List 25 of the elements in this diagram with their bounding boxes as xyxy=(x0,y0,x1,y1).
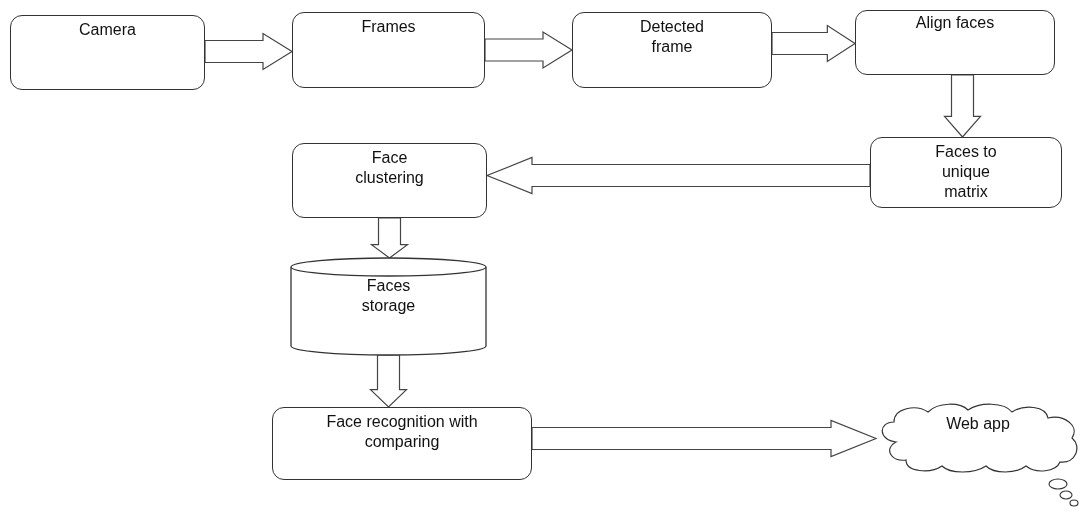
node-label: Web app xyxy=(945,414,1011,434)
process-box xyxy=(272,407,532,480)
process-box xyxy=(572,12,772,88)
process-box xyxy=(870,137,1062,208)
block-arrow xyxy=(204,32,294,71)
block-arrow xyxy=(531,419,878,458)
node-label: Frames xyxy=(360,17,417,37)
node-label: Camera xyxy=(78,20,137,40)
block-arrow xyxy=(369,217,410,259)
node-label: Faces to unique matrix xyxy=(934,142,998,202)
block-arrow xyxy=(369,354,408,408)
process-box xyxy=(292,143,487,218)
node-label: Align faces xyxy=(914,13,996,33)
process-box xyxy=(855,10,1055,75)
block-arrow xyxy=(484,30,574,70)
storage-cylinder xyxy=(290,258,487,355)
process-box xyxy=(292,12,485,88)
block-arrow xyxy=(771,24,857,63)
block-arrow xyxy=(943,74,982,138)
node-label: Faces storage xyxy=(360,276,417,316)
node-label: Face clustering xyxy=(354,148,425,188)
node-label: Face recognition with comparing xyxy=(325,412,479,452)
block-arrow xyxy=(485,156,871,195)
process-box xyxy=(10,15,205,90)
node-label: Detected frame xyxy=(638,17,705,57)
